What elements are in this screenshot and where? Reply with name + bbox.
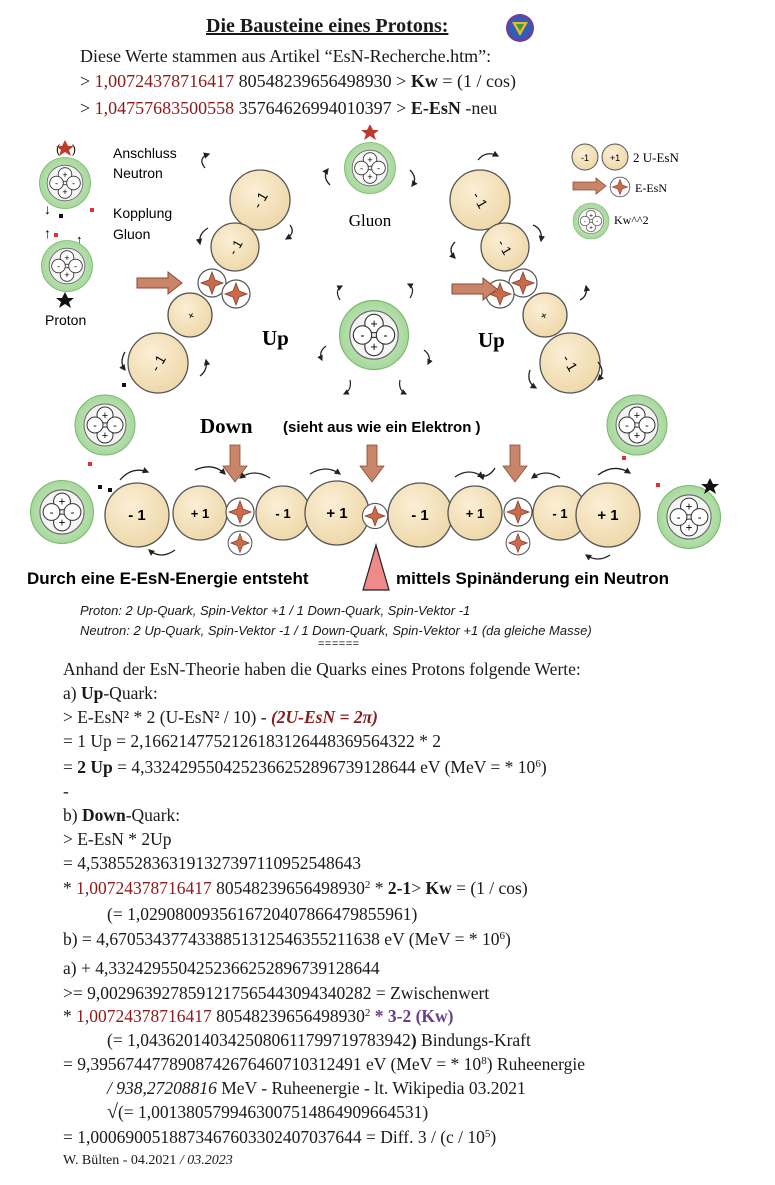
svg-text:2 U-EsN: 2 U-EsN	[633, 150, 679, 165]
source-line: Diese Werte stammen aus Artikel “EsN-Rec…	[80, 46, 492, 66]
svg-text:Gluon: Gluon	[113, 226, 150, 242]
svg-text:Kopplung: Kopplung	[113, 205, 172, 221]
right-up-chain: - 1 - 1 + - 1	[449, 150, 604, 394]
electron-note: (sieht aus wie ein Elektron )	[283, 419, 481, 436]
kw-multiplier: * 1,00724378716417 805482396564989302 * …	[63, 878, 528, 898]
up-value: = 1 Up = 2,16621477521261831264483695643…	[63, 731, 442, 751]
neutron-note: Neutron: 2 Up-Quark, Spin-Vektor -1 / 1 …	[80, 623, 592, 638]
svg-text:- 1: - 1	[494, 237, 515, 258]
binding-multiplier: * 1,00724378716417 805482396564989302 * …	[63, 1006, 454, 1026]
gluon-top: Gluon	[322, 125, 418, 230]
svg-text:+ 1: + 1	[326, 505, 347, 522]
svg-text:↑: ↑	[76, 232, 83, 247]
svg-text:+ 1: + 1	[597, 507, 618, 524]
svg-text:-1: -1	[581, 153, 589, 163]
up-formula: > E-EsN² * 2 (U-EsN² / 10) - (2U-EsN = 2…	[63, 707, 378, 727]
svg-text:Anschluss: Anschluss	[113, 145, 177, 161]
svg-text:Gluon: Gluon	[349, 211, 392, 230]
svg-text:- 1: - 1	[147, 352, 169, 374]
wikipedia-comparison: / 938,27208816 MeV - Ruheenergie - lt. W…	[107, 1078, 526, 1098]
separator-dash: -	[63, 781, 69, 801]
bottom-quark-chain: - 1 + 1 - 1 + 1 - 1 + 1 - 1 + 1	[104, 466, 641, 561]
difference-value: = 1,00069005188734676033024070376​44 = D…	[63, 1127, 497, 1147]
right-legend: -1 +1 2 U-EsN E-EsN Kw^^2	[571, 143, 679, 240]
binding-force: (= 1,04362014034250806117997197839​42) B…	[107, 1030, 531, 1050]
down-label: Down	[200, 414, 253, 438]
svg-text:+ 1: + 1	[191, 506, 209, 521]
svg-text:- 1: - 1	[225, 237, 246, 258]
svg-text:- 1: - 1	[275, 506, 290, 521]
svg-text:↑: ↑	[44, 225, 51, 241]
logo-icon	[506, 14, 534, 42]
svg-text:- 1: - 1	[552, 506, 567, 521]
kw-line: > 1,00724378716417 80548239656498930 > K…	[80, 71, 516, 91]
svg-text:Kw^^2: Kw^^2	[614, 213, 649, 227]
svg-text:+1: +1	[610, 153, 620, 163]
up-right-label: Up	[478, 328, 505, 352]
left-legend: ( ) Anschluss Neutron Kopplung Gluon ↓ ↑…	[39, 140, 177, 328]
down-formula: > E-EsN * 2Up	[63, 829, 172, 849]
svg-text:+ 1: + 1	[466, 506, 484, 521]
svg-text:E-EsN: E-EsN	[635, 181, 667, 195]
author-signature: W. Bülten - 04.2021 / 03.2023	[63, 1153, 233, 1168]
svg-text:+: +	[185, 310, 199, 322]
svg-text:+: +	[536, 310, 550, 322]
neutron-triangle-icon	[362, 542, 390, 591]
caption-right: mittels Spinänderung ein Neutron	[396, 569, 669, 588]
rest-energy: = 9,39567447789087426764607103124​91 eV …	[63, 1054, 586, 1074]
svg-text:- 1: - 1	[559, 352, 581, 374]
proton-note: Proton: 2 Up-Quark, Spin-Vektor +1 / 1 D…	[80, 603, 471, 618]
eesn-line: > 1,04757683500558 35764626994010397 > E…	[80, 98, 498, 118]
intro-text: Anhand der EsN-Theorie haben die Quarks …	[63, 659, 581, 679]
intermediate-value: >= 9,00296392785912175654430943402​82 = …	[63, 983, 490, 1003]
sqrt-value: √(= 1,00138057994630075148649096645​31)	[107, 1101, 429, 1123]
proton-diagram: + + - - ( ) Anschluss Neutron Kopplung G…	[27, 125, 722, 591]
two-up-value: = 2 Up = 4,33242955042523662528967391286…	[63, 757, 547, 777]
down-value: = 4,53855283631913273971109525486​43	[63, 853, 361, 873]
up-left-label: Up	[262, 326, 289, 350]
sum-line: a) + 4,33242955042523662528967391286​44	[63, 958, 380, 978]
down-result: b) = 4,67053437743388513125463552116​38 …	[63, 929, 511, 949]
underline-marks: ======	[318, 638, 360, 650]
gluon-center	[317, 283, 433, 395]
left-up-chain: - 1 - 1 + - 1	[119, 152, 293, 394]
svg-text:Proton: Proton	[45, 312, 86, 328]
caption-left: Durch eine E-EsN-Energie entsteht	[27, 569, 309, 588]
down-quark-heading: b) Down-Quark:	[63, 805, 181, 825]
kw-value: (= 1,02908009356167204078664798559​61)	[107, 904, 418, 924]
svg-text:- 1: - 1	[469, 189, 491, 211]
svg-text:↓: ↓	[44, 201, 51, 217]
svg-text:- 1: - 1	[128, 507, 146, 524]
svg-text:Neutron: Neutron	[113, 165, 163, 181]
up-quark-heading: a) Up-Quark:	[63, 683, 158, 703]
page-title: Die Bausteine eines Protons:	[206, 15, 449, 37]
svg-text:- 1: - 1	[411, 507, 429, 524]
svg-text:- 1: - 1	[249, 189, 271, 211]
svg-text:(: (	[56, 142, 60, 156]
svg-text:): )	[72, 142, 76, 156]
